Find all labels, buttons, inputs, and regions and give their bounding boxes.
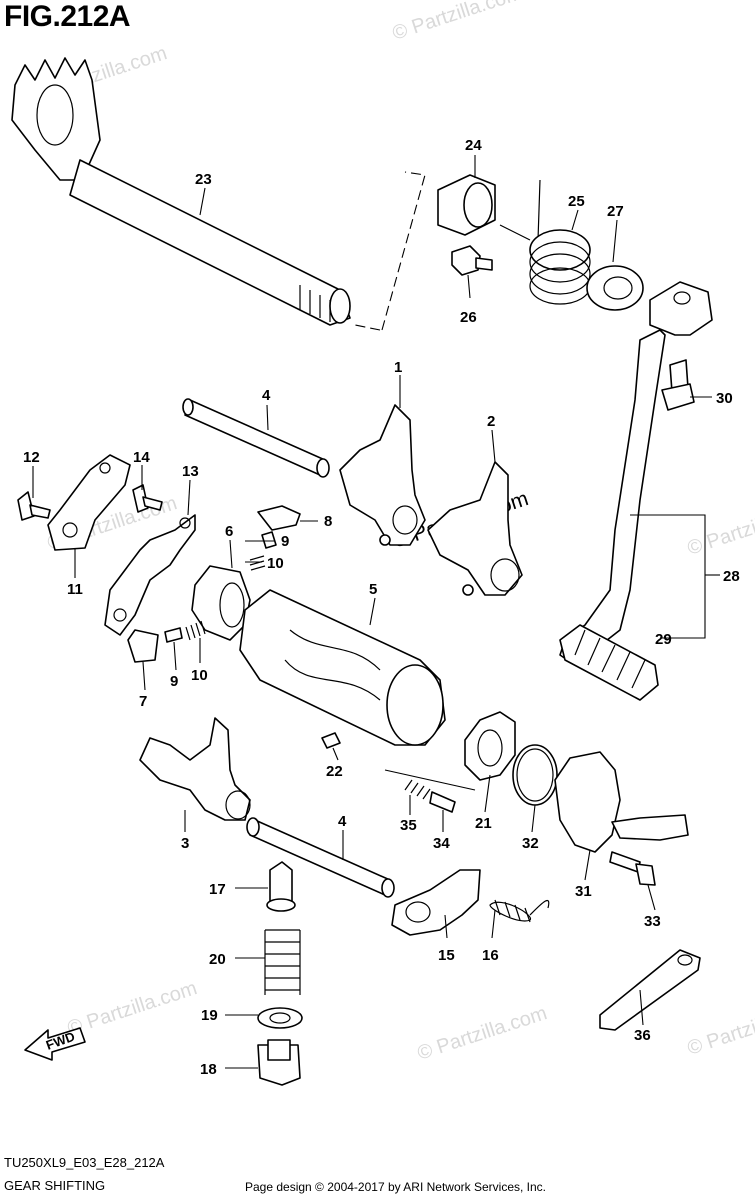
part-33-bolt [609, 851, 656, 886]
part-7-stopper [127, 629, 159, 663]
callout-30: 30 [716, 390, 733, 407]
part-6-cam-driven-gear [191, 565, 251, 641]
callout-19: 19 [201, 1007, 218, 1024]
callout-32: 32 [522, 835, 539, 852]
part-10-spring-lower [185, 620, 206, 641]
part-8-cam-pin [257, 505, 301, 531]
part-9-pin-lower [164, 627, 183, 643]
callout-11: 11 [67, 581, 83, 598]
callout-4: 4 [262, 387, 271, 404]
watermark: © Partzilla.com [685, 497, 755, 560]
part-15-lever-arm [391, 869, 481, 936]
callout-4: 4 [338, 813, 347, 830]
part-13-plate [104, 514, 196, 636]
part-17-stopper-pin [266, 861, 296, 912]
part-4-fork-shaft-upper [182, 398, 330, 478]
part-4-fork-shaft-lower [246, 817, 395, 898]
callout-5: 5 [369, 581, 377, 598]
model-code: TU250XL9_E03_E28_212A [4, 1155, 165, 1170]
callout-36: 36 [634, 1027, 651, 1044]
watermark: © Partzilla.com [685, 997, 755, 1060]
callout-24: 24 [465, 137, 482, 154]
callout-21: 21 [475, 815, 492, 832]
callout-numbers: 1 2 3 4 4 5 6 7 8 9 9 10 10 11 12 13 14 … [23, 137, 740, 1078]
page-caption: GEAR SHIFTING [4, 1178, 106, 1193]
part-9-pin-upper [261, 531, 277, 549]
part-36-clamp [599, 949, 701, 1031]
part-24-bushing [437, 174, 496, 236]
part-28-gearshift-lever [559, 281, 713, 666]
part-25-return-spring [499, 179, 591, 305]
callout-18: 18 [200, 1061, 217, 1078]
exploded-parts-diagram: © Partzilla.com © Partzilla.com © Partzi… [11, 0, 755, 1086]
dashed-connector [384, 769, 476, 791]
callout-28: 28 [723, 568, 740, 585]
copyright-notice: Page design © 2004-2017 by ARI Network S… [245, 1180, 547, 1194]
callout-9: 9 [170, 673, 178, 690]
watermark: © Partzilla.com [390, 0, 525, 45]
part-34-pin [429, 791, 456, 813]
part-14-screw [132, 484, 163, 513]
callout-14: 14 [133, 449, 150, 466]
part-20-spring [264, 929, 301, 995]
part-26-bolt [451, 245, 493, 276]
callout-16: 16 [482, 947, 499, 964]
part-1-shift-fork [339, 404, 426, 546]
part-3-shift-fork [139, 717, 251, 821]
callout-17: 17 [209, 881, 226, 898]
bracket-28 [630, 514, 706, 639]
watermark: © Partzilla.com [65, 977, 200, 1040]
callout-8: 8 [324, 513, 332, 530]
part-22-pin [321, 732, 341, 749]
callout-6: 6 [225, 523, 233, 540]
callout-31: 31 [575, 883, 592, 900]
callout-13: 13 [182, 463, 199, 480]
part-27-washer [586, 265, 644, 311]
part-32-o-ring [512, 744, 558, 806]
figure-title: FIG.212A [4, 0, 131, 33]
part-16-spring [489, 899, 550, 923]
callout-10: 10 [191, 667, 208, 684]
callout-22: 22 [326, 763, 343, 780]
callout-33: 33 [644, 913, 661, 930]
part-10-spring-upper [249, 555, 266, 571]
part-18-plug [257, 1039, 301, 1086]
part-31-cover [554, 751, 689, 853]
callout-29: 29 [655, 631, 672, 648]
part-23-gearshift-shaft [11, 57, 351, 326]
part-12-screw [17, 491, 51, 521]
callout-2: 2 [487, 413, 495, 430]
callout-26: 26 [460, 309, 477, 326]
part-29-shift-rubber [559, 624, 659, 701]
callout-12: 12 [23, 449, 40, 466]
callout-34: 34 [433, 835, 450, 852]
callout-25: 25 [568, 193, 585, 210]
part-21-cam-plate [464, 711, 516, 781]
callout-9: 9 [281, 533, 289, 550]
leader-lines [32, 155, 712, 1069]
callout-15: 15 [438, 947, 455, 964]
fwd-arrow: FWD [24, 1027, 86, 1061]
part-19-washer [257, 1007, 303, 1029]
watermark: © Partzilla.com [415, 1002, 550, 1065]
part-2-shift-fork [427, 461, 523, 596]
callout-23: 23 [195, 171, 212, 188]
dashed-connector [354, 171, 426, 331]
callout-10: 10 [267, 555, 284, 572]
callout-3: 3 [181, 835, 189, 852]
callout-1: 1 [394, 359, 402, 376]
part-35-spring [404, 779, 431, 800]
callout-20: 20 [209, 951, 226, 968]
callout-35: 35 [400, 817, 417, 834]
part-5-shift-cam [239, 589, 446, 746]
callout-7: 7 [139, 693, 147, 710]
part-30-bolt [661, 359, 695, 411]
part-11-plate [47, 454, 131, 551]
callout-27: 27 [607, 203, 624, 220]
